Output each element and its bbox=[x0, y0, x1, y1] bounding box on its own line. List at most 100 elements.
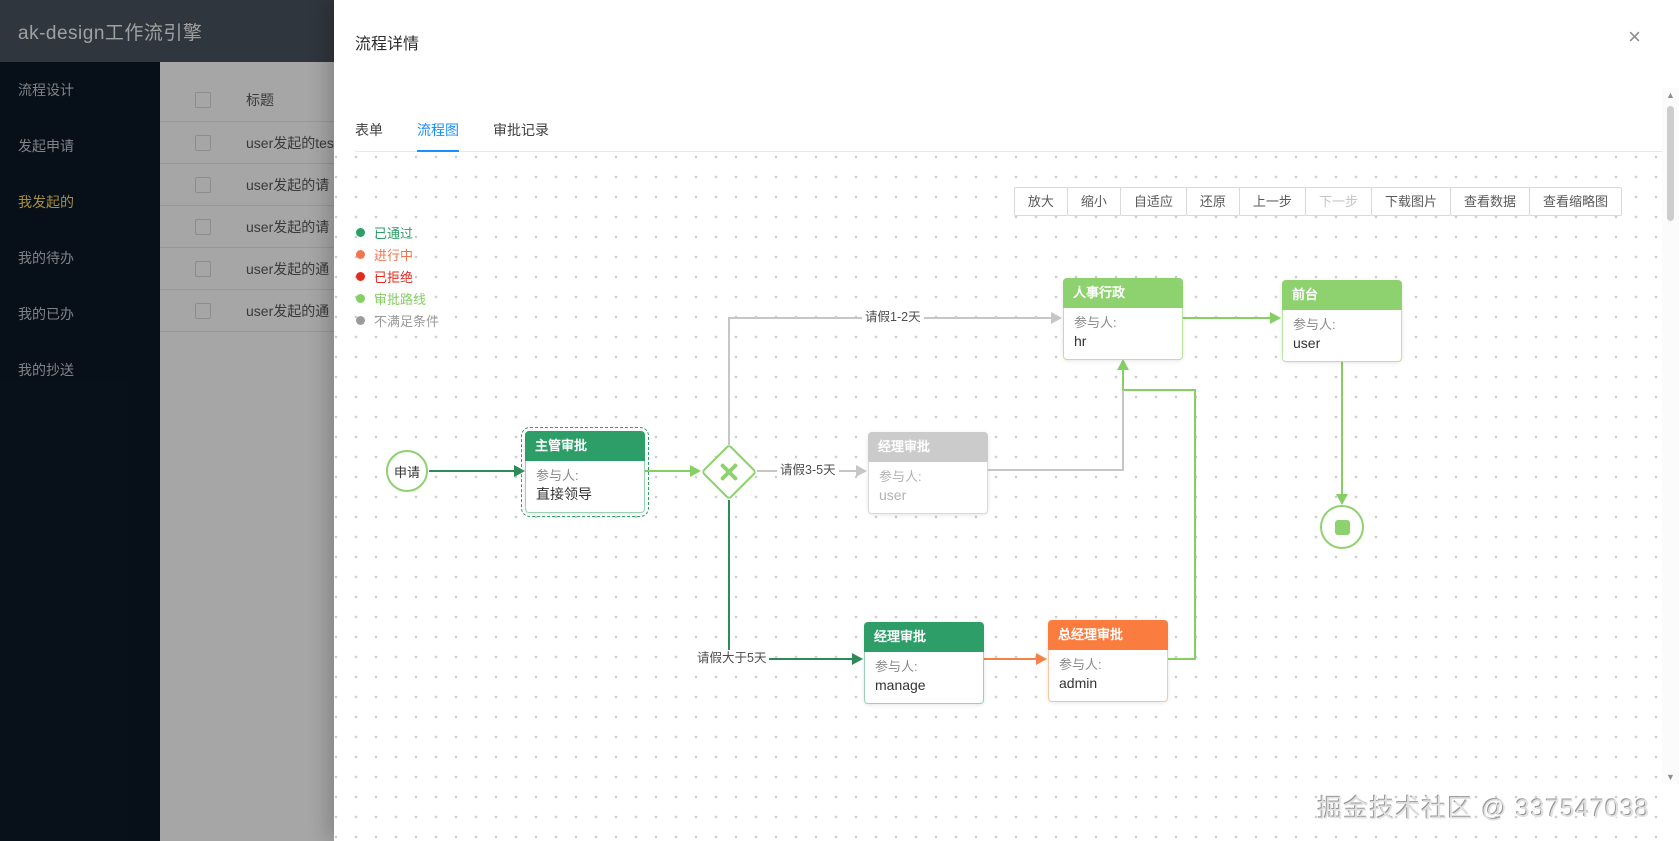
sidebar-item-start-request[interactable]: 发起申请 bbox=[18, 138, 74, 154]
node-field-value: 直接领导 bbox=[536, 486, 592, 502]
legend-label: 已通过 bbox=[374, 225, 414, 241]
sidebar-item-my-initiated[interactable]: 我发起的 bbox=[18, 194, 74, 210]
node-manager-approval[interactable]: 经理审批 参与人: manage bbox=[864, 622, 984, 704]
row-checkbox[interactable] bbox=[195, 302, 211, 319]
arrowhead-icon bbox=[852, 653, 863, 665]
arrowhead-icon bbox=[1336, 494, 1348, 505]
node-general-manager-approval[interactable]: 总经理审批 参与人: admin bbox=[1048, 620, 1168, 702]
status-legend: 已通过 进行中 已拒绝 审批路线 不满足条件 bbox=[356, 221, 439, 331]
zoom-out-button[interactable]: 缩小 bbox=[1066, 187, 1121, 216]
redo-button: 下一步 bbox=[1304, 187, 1372, 216]
row-checkbox[interactable] bbox=[195, 176, 211, 193]
tab-approval-log[interactable]: 审批记录 bbox=[493, 122, 549, 138]
canvas-toolbar: 放大 缩小 自适应 还原 上一步 下一步 下载图片 查看数据 查看缩略图 bbox=[1013, 187, 1622, 216]
sidebar-item-my-cc[interactable]: 我的抄送 bbox=[18, 362, 74, 378]
sidebar-item-my-todo[interactable]: 我的待办 bbox=[18, 250, 74, 266]
node-title: 人事行政 bbox=[1063, 278, 1183, 308]
node-field-label: 参与人: bbox=[1059, 657, 1102, 672]
download-image-button[interactable]: 下载图片 bbox=[1370, 187, 1451, 216]
row-title: user发起的请 bbox=[246, 176, 330, 193]
node-field-label: 参与人: bbox=[1074, 315, 1117, 330]
in-progress-dot-icon bbox=[356, 249, 365, 259]
legend-label: 进行中 bbox=[374, 247, 414, 263]
process-detail-drawer: 流程详情 × 表单 流程图 审批记录 放大 缩小 自适应 还原 上一步 下一步 … bbox=[334, 0, 1679, 841]
node-hr-admin[interactable]: 人事行政 参与人: hr bbox=[1063, 278, 1183, 360]
tab-form[interactable]: 表单 bbox=[355, 122, 383, 138]
row-title: user发起的请 bbox=[246, 218, 330, 235]
node-title: 主管审批 bbox=[525, 431, 645, 461]
drawer-scrollbar[interactable]: ▲ ▼ bbox=[1662, 88, 1679, 784]
zoom-in-button[interactable]: 放大 bbox=[1013, 187, 1068, 216]
node-field-value: hr bbox=[1074, 333, 1087, 349]
route-dot-icon bbox=[356, 293, 365, 303]
scrollbar-thumb[interactable] bbox=[1667, 106, 1674, 221]
edge-start-to-supervisor bbox=[429, 470, 514, 472]
node-body: 参与人: admin bbox=[1048, 650, 1168, 702]
arrowhead-icon bbox=[1270, 312, 1281, 324]
close-icon[interactable]: × bbox=[1628, 24, 1641, 49]
sidebar-item-my-done[interactable]: 我的已办 bbox=[18, 306, 74, 322]
tab-flowchart[interactable]: 流程图 bbox=[417, 110, 459, 152]
rejected-dot-icon bbox=[356, 271, 365, 281]
arrowhead-icon bbox=[514, 465, 525, 477]
edge-manager-mid-up bbox=[1122, 390, 1124, 471]
node-field-label: 参与人: bbox=[1293, 317, 1336, 332]
edge-gateway-up bbox=[728, 317, 730, 445]
edge-gm-return-bottom bbox=[1168, 658, 1196, 660]
fit-button[interactable]: 自适应 bbox=[1119, 187, 1187, 216]
row-checkbox[interactable] bbox=[195, 260, 211, 277]
sidebar-item-process-design[interactable]: 流程设计 bbox=[18, 82, 74, 98]
node-supervisor-approval[interactable]: 主管审批 参与人: 直接领导 bbox=[521, 427, 649, 517]
app-title: ak-design工作流引擎 bbox=[18, 23, 203, 44]
end-node[interactable] bbox=[1320, 505, 1364, 549]
node-field-value: user bbox=[1293, 335, 1321, 351]
arrowhead-icon bbox=[1051, 312, 1062, 324]
undo-button[interactable]: 上一步 bbox=[1238, 187, 1306, 216]
scroll-up-icon[interactable]: ▲ bbox=[1666, 90, 1675, 100]
edge-front-to-end bbox=[1341, 362, 1343, 494]
legend-label: 审批路线 bbox=[374, 291, 427, 307]
node-field-label: 参与人: bbox=[879, 469, 922, 484]
node-front-desk[interactable]: 前台 参与人: user bbox=[1282, 280, 1402, 362]
start-node[interactable]: 申请 bbox=[386, 450, 428, 492]
node-title: 经理审批 bbox=[864, 622, 984, 652]
watermark: 掘金技术社区 @ 337547038 bbox=[1317, 795, 1650, 823]
node-field-value: manage bbox=[875, 677, 926, 693]
sidebar: 流程设计 发起申请 我发起的 我的待办 我的已办 我的抄送 bbox=[0, 62, 160, 841]
node-manager-approval-skipped[interactable]: 经理审批 参与人: user bbox=[868, 432, 988, 514]
node-title: 总经理审批 bbox=[1048, 620, 1168, 650]
edge-supervisor-to-gateway bbox=[645, 470, 690, 472]
flowchart-canvas[interactable]: 放大 缩小 自适应 还原 上一步 下一步 下载图片 查看数据 查看缩略图 已通过… bbox=[334, 153, 1662, 841]
drawer-title: 流程详情 bbox=[355, 36, 420, 53]
edge-gm-return-vertical bbox=[1194, 389, 1196, 660]
node-body: 参与人: 直接领导 bbox=[525, 461, 645, 513]
row-checkbox[interactable] bbox=[195, 218, 211, 235]
node-field-label: 参与人: bbox=[536, 468, 579, 483]
edge-hr-to-front bbox=[1183, 317, 1270, 319]
view-data-button[interactable]: 查看数据 bbox=[1449, 187, 1530, 216]
row-checkbox[interactable] bbox=[195, 134, 211, 151]
node-title: 经理审批 bbox=[868, 432, 988, 462]
end-square-icon bbox=[1334, 519, 1350, 535]
legend-label: 已拒绝 bbox=[374, 269, 414, 285]
scroll-down-icon[interactable]: ▼ bbox=[1666, 772, 1675, 782]
arrowhead-icon bbox=[856, 465, 867, 477]
passed-dot-icon bbox=[356, 227, 365, 237]
column-title: 标题 bbox=[246, 91, 274, 108]
edge-manager-to-gm bbox=[983, 658, 1036, 660]
edge-label-days-3-5: 请假3-5天 bbox=[777, 462, 839, 479]
arrowhead-icon bbox=[1036, 653, 1047, 665]
arrowhead-icon bbox=[690, 465, 701, 477]
exclusive-gateway-node[interactable] bbox=[700, 443, 758, 501]
legend-item-rejected: 已拒绝 bbox=[356, 265, 439, 287]
edge-manager-mid-right bbox=[986, 469, 1124, 471]
edge-daysgt5-to-manager bbox=[728, 658, 852, 660]
legend-item-condition-not-met: 不满足条件 bbox=[356, 309, 439, 331]
select-all-checkbox[interactable] bbox=[195, 91, 211, 108]
edge-gateway-down bbox=[728, 500, 730, 658]
view-minimap-button[interactable]: 查看缩略图 bbox=[1528, 187, 1622, 216]
row-title: user发起的通 bbox=[246, 260, 330, 277]
reset-button[interactable]: 还原 bbox=[1185, 187, 1240, 216]
edge-label-days-gt-5: 请假大于5天 bbox=[694, 650, 770, 667]
arrowhead-icon bbox=[1117, 359, 1129, 370]
